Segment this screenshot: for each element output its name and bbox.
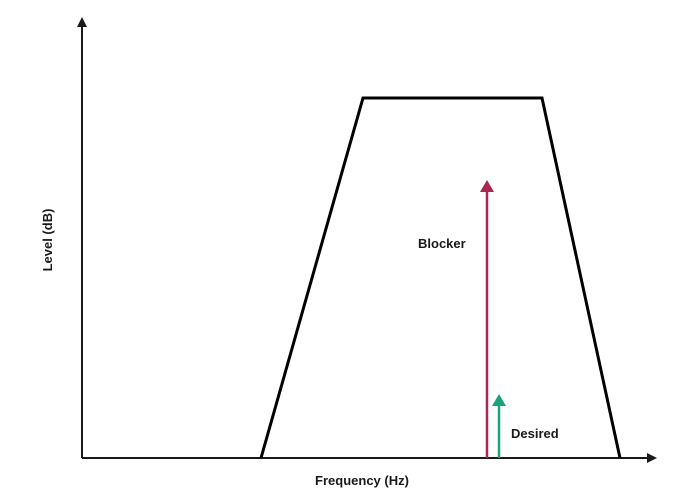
y-axis-label: Level (dB) bbox=[40, 209, 55, 272]
desired-label: Desired bbox=[511, 426, 559, 441]
filter-passband-outline bbox=[259, 96, 622, 459]
x-axis-label: Frequency (Hz) bbox=[315, 473, 409, 488]
blocker-label: Blocker bbox=[418, 236, 466, 251]
